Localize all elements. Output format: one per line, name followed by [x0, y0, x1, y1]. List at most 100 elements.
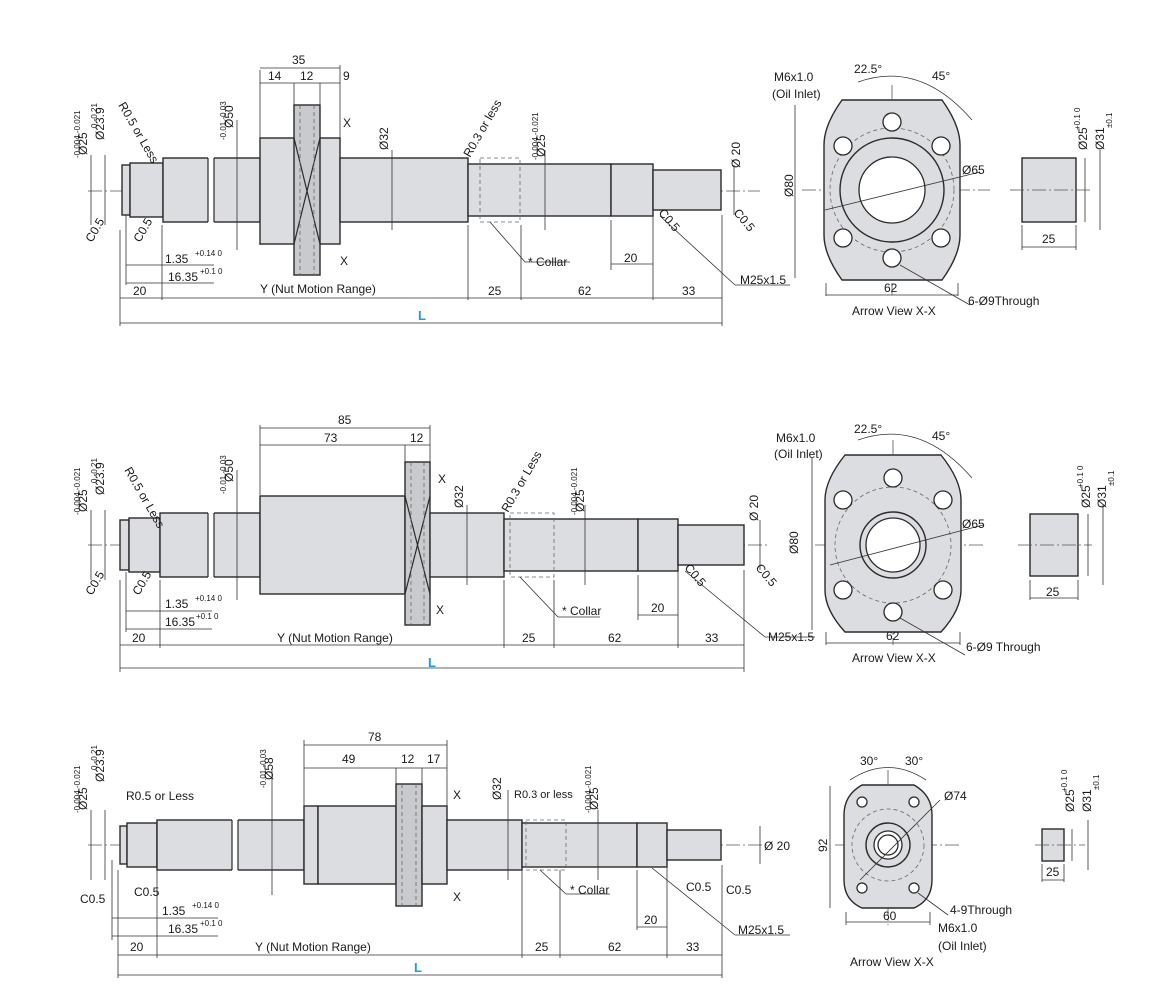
v3-collar: * Collar [570, 883, 609, 897]
v3-dim62: 62 [608, 940, 622, 954]
v2-tol50: -0.01 -0.03 [219, 455, 228, 494]
v1-dia25b: Ø25 [534, 134, 548, 157]
v1-dim20: 20 [133, 284, 147, 298]
v1-side-tol31: ±0.1 [1105, 112, 1114, 128]
v2-dim12: 12 [410, 431, 424, 445]
v2-oil: (Oil Inlet) [774, 447, 823, 461]
v2-dia50: Ø50 [222, 459, 236, 482]
v3-dim33: 33 [686, 940, 700, 954]
v2-tol25b: -0.004 -0.021 [570, 467, 579, 515]
v1-r03: R0.3 or less [460, 97, 504, 159]
view-3-shaft: 78 49 12 17 X X Ø32 Ø58 -0.01 -0.03 Ø25 … [73, 730, 790, 978]
v2-ang225: 22.5° [854, 422, 882, 436]
v1-c05-a: C0.5 [82, 215, 107, 244]
v2-r03: R0.3 or Less [498, 449, 544, 515]
v2-dia25: Ø25 [76, 489, 90, 512]
v2-dim62b: 62 [886, 629, 900, 643]
v3-c05-d: C0.5 [726, 883, 752, 897]
v1-dia239: Ø23.9 [93, 107, 107, 140]
v1-dim20-small: 20 [624, 251, 638, 265]
v3-ang30a: 30° [860, 754, 878, 768]
view-1-shaft: 35 14 12 9 X X Ø32 Ø50 -0.01 -0.03 Ø25 -… [73, 53, 790, 326]
v3-m6: M6x1.0 [938, 921, 978, 935]
v2-1635: 16.35 [165, 615, 195, 629]
v3-side-tol31: ±0.1 [1092, 774, 1101, 790]
v1-m6: M6x1.0 [774, 70, 814, 84]
v3-side-dia25: Ø25 [1063, 789, 1077, 812]
view-3-flange: 30° 30° Ø74 92 60 4-9Through M6x1.0 (Oil… [816, 754, 1012, 969]
v3-ang30b: 30° [905, 754, 923, 768]
v3-c05-b: C0.5 [134, 885, 160, 899]
v2-tol239: 0 -0.21 [90, 458, 99, 483]
v2-m6: M6x1.0 [776, 431, 816, 445]
v2-c05-a: C0.5 [82, 568, 107, 597]
v3-side-tol25: +0.1 0 [1060, 769, 1069, 792]
v3-tol1635: +0.1 0 [200, 919, 223, 928]
v1-dim33: 33 [682, 284, 696, 298]
v1-tol25: -0.004 -0.021 [73, 110, 82, 158]
v1-dim14: 14 [268, 69, 282, 83]
v2-dim85: 85 [338, 413, 352, 427]
v1-nmr: Y (Nut Motion Range) [260, 282, 376, 296]
v3-c05-a: C0.5 [80, 892, 106, 906]
v1-arrowview: Arrow View X-X [852, 304, 936, 318]
v2-ang45: 45° [932, 429, 950, 443]
v3-dia58: Ø58 [262, 757, 276, 780]
v1-dim62: 62 [578, 284, 592, 298]
v3-side-len: 25 [1046, 865, 1060, 879]
v1-dia20: Ø 20 [729, 142, 743, 168]
v2-thread: M25x1.5 [768, 630, 814, 644]
v2-tol135: +0.14 0 [195, 594, 222, 603]
v2-dim20: 20 [132, 631, 146, 645]
v3-tol58: -0.01 -0.03 [259, 749, 268, 788]
v1-dim62b: 62 [884, 281, 898, 295]
v2-dim73: 73 [324, 431, 338, 445]
v1-ang45: 45° [932, 69, 950, 83]
view-2-flange: M6x1.0 (Oil Inlet) 22.5° 45° Ø80 Ø65 62 … [774, 422, 1041, 665]
v1-side-tol25: +0.1 0 [1073, 107, 1082, 130]
v1-tol135: +0.14 0 [195, 249, 222, 258]
v3-dim60: 60 [883, 909, 897, 923]
v1-ang225: 22.5° [854, 62, 882, 76]
v2-tol1635: +0.1 0 [196, 612, 219, 621]
v1-135: 1.35 [165, 252, 189, 266]
v3-dim20-small: 20 [644, 913, 658, 927]
v2-side-len: 25 [1046, 585, 1060, 599]
v1-dim35: 35 [292, 53, 306, 67]
v3-dim20: 20 [130, 940, 144, 954]
v1-holes: 6-Ø9Through [968, 294, 1039, 308]
v3-c05-c: C0.5 [686, 880, 712, 894]
v2-holes: 6-Ø9 Through [966, 640, 1041, 654]
v2-side-dia31: Ø31 [1095, 485, 1109, 508]
v1-dia50: Ø50 [222, 105, 236, 128]
v3-L: L [414, 960, 422, 975]
v2-x-bottom: X [436, 603, 444, 617]
v3-holes: 4-9Through [950, 903, 1012, 917]
v3-135: 1.35 [162, 904, 186, 918]
v1-L: L [418, 308, 426, 323]
view-1-collar: Ø25 +0.1 0 Ø31 ±0.1 25 [1010, 107, 1114, 250]
v2-dia20: Ø 20 [747, 495, 761, 521]
v1-thread: M25x1.5 [740, 273, 786, 287]
v3-x-top: X [453, 788, 461, 802]
v1-dim9: 9 [343, 69, 350, 83]
v3-tol135: +0.14 0 [192, 901, 219, 910]
v2-dim20-small: 20 [651, 601, 665, 615]
v3-tol239: 0 -0.21 [90, 745, 99, 770]
v1-tol1635: +0.1 0 [200, 267, 223, 276]
v3-dim78: 78 [368, 730, 382, 744]
v2-dia239: Ø23.9 [93, 462, 107, 495]
v1-tol25b: -0.004 -0.021 [531, 112, 540, 160]
v1-dia80: Ø80 [782, 174, 796, 197]
v3-dim92: 92 [816, 838, 830, 852]
v3-nmr: Y (Nut Motion Range) [255, 940, 371, 954]
v3-dim25: 25 [535, 940, 549, 954]
v1-side-len: 25 [1042, 232, 1056, 246]
v1-dia25: Ø25 [76, 132, 90, 155]
v1-x-top: X [343, 116, 351, 130]
v3-r03: R0.3 or less [514, 789, 573, 801]
v1-oil: (Oil Inlet) [772, 87, 821, 101]
view-2-collar: Ø25 +0.1 0 Ø31 ±0.1 25 [1018, 465, 1116, 600]
v2-135: 1.35 [165, 597, 189, 611]
